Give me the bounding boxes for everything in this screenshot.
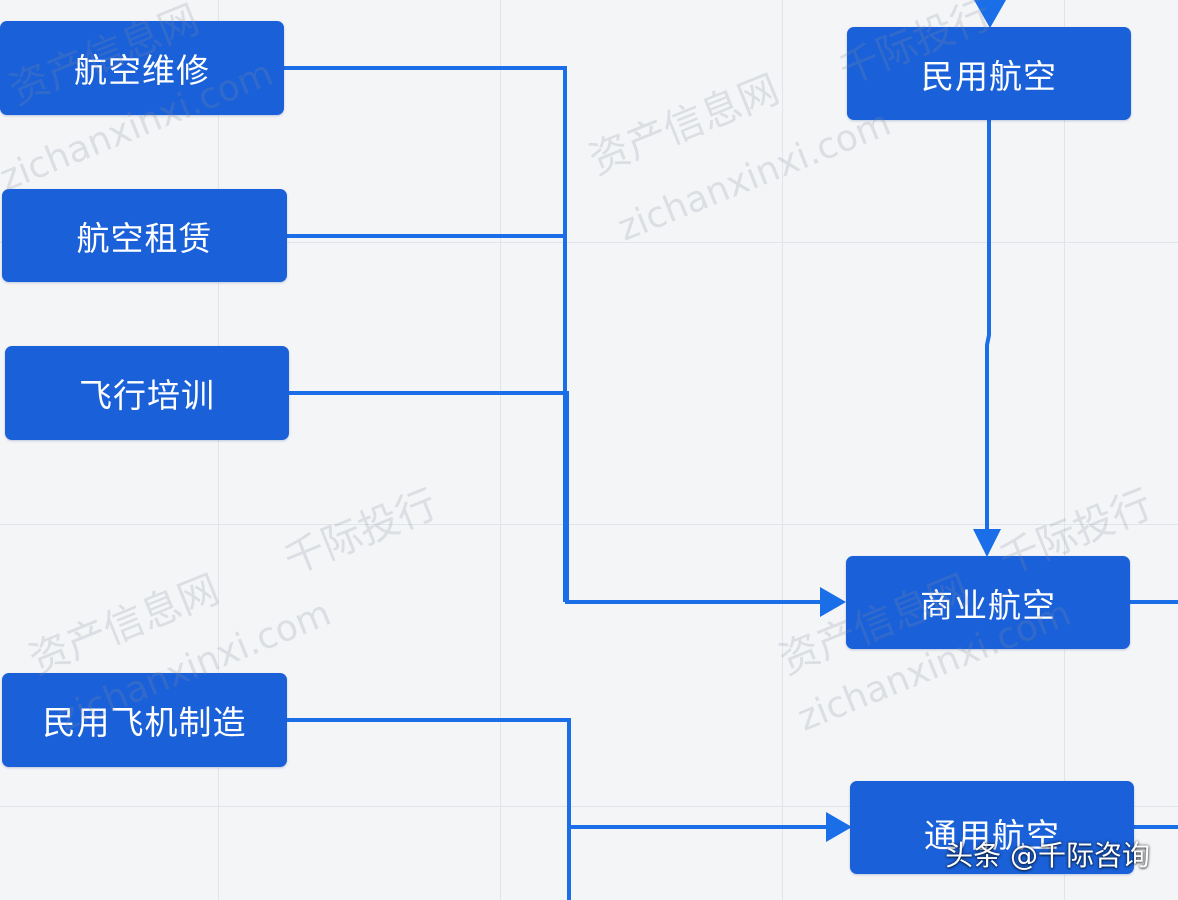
node-general-aviation[interactable]: 通用航空 — [850, 781, 1134, 874]
node-label: 民用飞机制造 — [42, 703, 247, 742]
node-label: 航空租赁 — [76, 218, 213, 258]
node-commercial-aviation[interactable]: 商业航空 — [846, 556, 1130, 649]
node-label: 民用航空 — [921, 56, 1057, 96]
node-aviation-leasing[interactable]: 航空租赁 — [2, 189, 287, 282]
node-label: 航空维修 — [74, 51, 210, 90]
node-flight-training[interactable]: 飞行培训 — [5, 346, 289, 440]
node-label: 通用航空 — [924, 815, 1060, 855]
node-label: 飞行培训 — [79, 376, 215, 415]
source-credit: 头条 @千际咨询 — [945, 839, 1150, 872]
node-label: 商业航空 — [920, 585, 1056, 625]
node-civil-aircraft-manufacturing[interactable]: 民用飞机制造 — [2, 673, 287, 767]
node-civil-aviation[interactable]: 民用航空 — [847, 27, 1131, 120]
node-aviation-maintenance[interactable]: 航空维修 — [0, 21, 284, 115]
